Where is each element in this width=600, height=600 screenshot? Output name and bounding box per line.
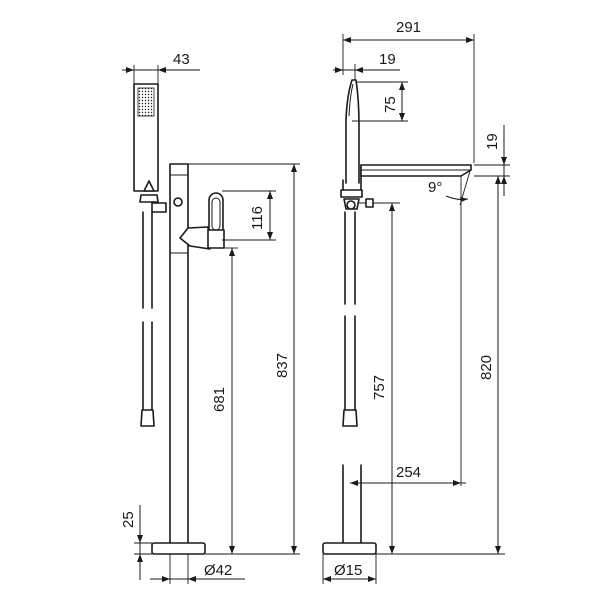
label-d42: Ø42 [204,562,232,579]
side-spout [360,164,472,177]
label-19-spout: 19 [484,133,501,150]
dim-spout-height: 681 [211,247,238,554]
dim-overall-height: 820 [376,175,505,555]
label-254: 254 [396,464,421,481]
label-757: 757 [371,375,388,400]
dim-total-height: 837 [188,163,300,555]
mixer-lever [179,192,225,250]
label-43: 43 [173,51,190,68]
label-681: 681 [211,387,228,412]
dim-handshower-offset: 19 [333,51,400,80]
dim-handshower-head: 75 [352,81,408,122]
front-view: 43 116 681 837 [120,51,300,584]
label-25: 25 [120,511,137,528]
dim-base-diameter: Ø15 [322,554,377,584]
dim-projection: 291 [342,19,475,163]
shower-hose [140,211,155,427]
dim-outlet-height: 757 [371,202,400,554]
dim-spout-thickness: 19 [474,125,510,196]
label-75: 75 [382,96,399,113]
label-820: 820 [478,355,495,380]
dim-handshower-width: 43 [122,51,200,84]
dim-spout-reach: 254 [350,464,466,486]
hand-shower [133,83,183,213]
side-view: 291 19 75 19 [322,19,510,584]
label-837: 837 [274,353,291,378]
label-116: 116 [249,206,266,230]
label-9deg: 9° [428,179,442,196]
label-19-top: 19 [379,51,396,68]
dim-spout-angle: 9° [428,170,471,486]
mixer-column [151,163,206,555]
dim-holder-height: 116 [222,190,276,241]
dim-base-height: 25 [120,505,152,580]
label-291: 291 [396,19,421,36]
side-shower-hose [342,211,358,427]
side-mixer-column [322,164,377,555]
label-d15: Ø15 [334,562,362,579]
dim-column-diameter: Ø42 [150,554,245,584]
side-hand-shower [340,79,374,210]
